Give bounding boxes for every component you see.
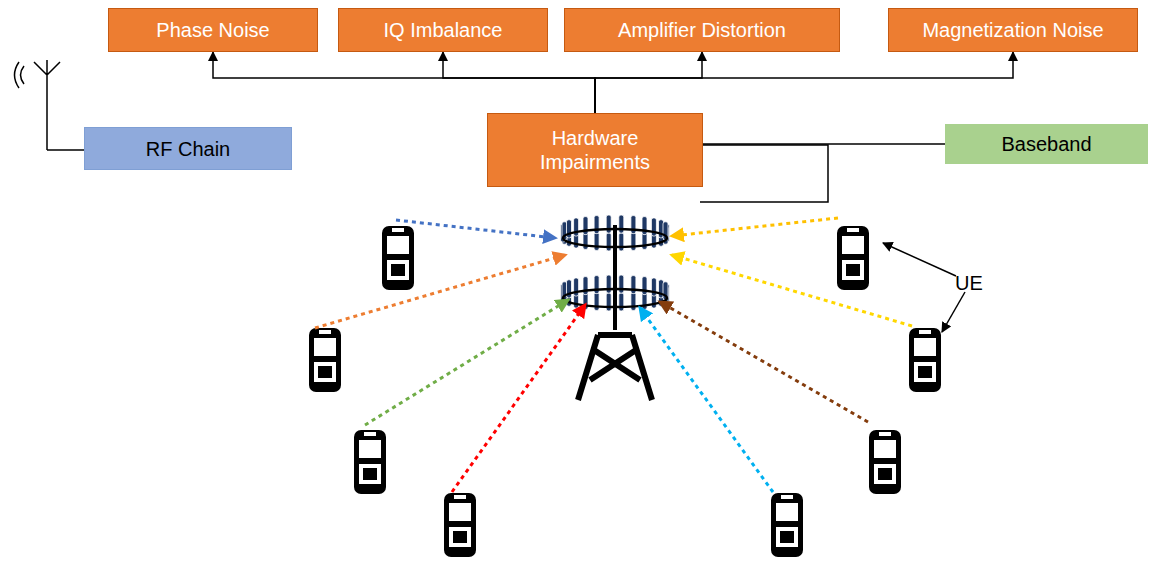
box-label: Phase Noise xyxy=(150,18,275,42)
impairment-box: Baseband xyxy=(945,124,1148,164)
antenna-symbol xyxy=(15,60,85,150)
impairment-box: Magnetization Noise xyxy=(888,8,1138,52)
impairment-box: RF Chain xyxy=(84,127,292,170)
ue-label: UE xyxy=(955,272,983,294)
connector xyxy=(703,143,945,145)
connector xyxy=(443,52,595,113)
box-label: Magnetization Noise xyxy=(916,18,1109,42)
connector xyxy=(213,52,595,113)
box-label: Amplifier Distortion xyxy=(612,18,792,42)
uplink-arrows xyxy=(315,218,912,492)
box-label: Baseband xyxy=(995,132,1097,156)
connector xyxy=(595,52,1013,113)
loop-wire xyxy=(700,145,828,202)
user-equipment xyxy=(309,226,941,557)
base-station-tower xyxy=(561,215,670,400)
ue-leader-lines xyxy=(883,243,965,332)
impairment-box: Hardware Impairments xyxy=(487,113,703,187)
impairment-box: Amplifier Distortion xyxy=(564,8,840,52)
connector xyxy=(595,52,702,113)
box-label: RF Chain xyxy=(140,137,236,161)
impairment-box: IQ Imbalance xyxy=(338,8,548,52)
impairment-box: Phase Noise xyxy=(108,8,318,52)
box-label: Hardware Impairments xyxy=(488,126,702,174)
box-label: IQ Imbalance xyxy=(378,18,509,42)
